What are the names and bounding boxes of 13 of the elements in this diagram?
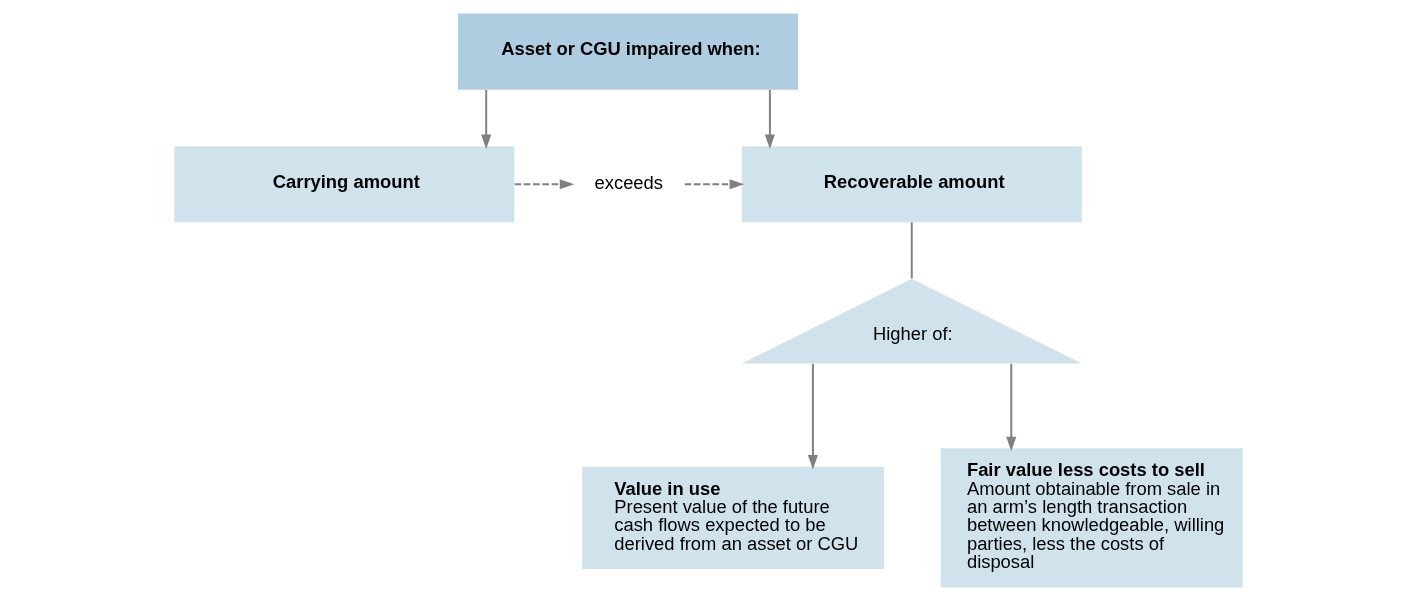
node-box: Asset or CGU impaired when: <box>457 13 799 90</box>
node-box: Value in use Present value of the future cash flows expected to be derived from an asset or CGU <box>582 466 885 570</box>
arrow <box>807 362 818 470</box>
node-box: Recoverable amount <box>741 146 1082 223</box>
arrow <box>764 89 775 149</box>
node-text: exceeds <box>594 172 664 194</box>
arrow <box>513 179 575 190</box>
arrow <box>481 89 492 149</box>
node-box: Fair value less costs to sell Amount obtainable from sale in an arm’s length transaction between knowledgeable, willing parties, less the costs of disposal <box>940 448 1243 588</box>
arrow <box>683 179 745 190</box>
arrow <box>1006 362 1017 452</box>
connector <box>910 221 913 280</box>
node-box: Carrying amount <box>174 146 515 223</box>
